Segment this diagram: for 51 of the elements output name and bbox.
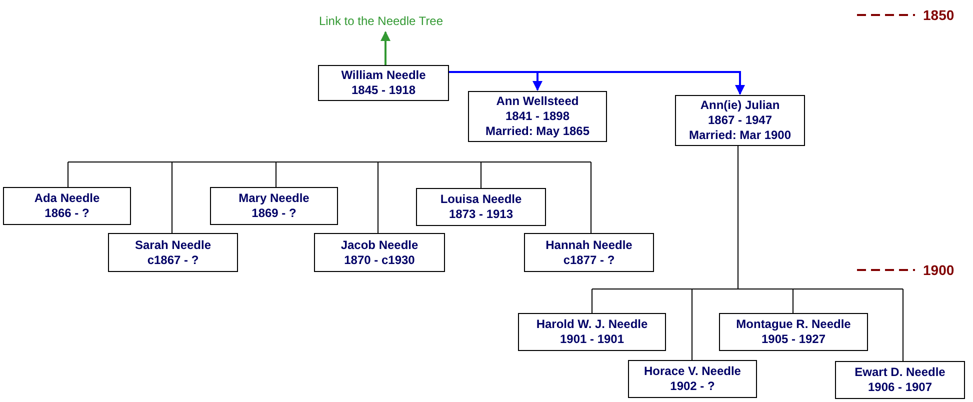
person-name: Sarah Needle bbox=[134, 238, 212, 252]
family-line bbox=[902, 288, 904, 362]
person-box bbox=[524, 233, 654, 272]
life-dates: 1841 - 1898 bbox=[505, 109, 570, 124]
person-name: Montague R. Needle bbox=[736, 317, 851, 332]
life-dates: 1901 - 1901 bbox=[560, 332, 624, 347]
life-dates: 1905 - 1927 bbox=[761, 332, 826, 347]
person-box bbox=[835, 361, 965, 399]
life-dates: 1902 - ? bbox=[670, 379, 715, 394]
person-name: Ada Needle bbox=[34, 191, 100, 206]
family-line bbox=[592, 146, 904, 290]
person-box bbox=[3, 187, 131, 225]
person-name: Jacob Needle bbox=[340, 238, 418, 252]
year-label: 1850 bbox=[923, 7, 954, 23]
family-line bbox=[590, 162, 592, 234]
person-name: Mary Needle bbox=[238, 191, 310, 206]
life-dates: 1845 - 1918 bbox=[351, 83, 416, 98]
person-box bbox=[628, 360, 757, 398]
person-name: Louisa Needle bbox=[440, 192, 522, 207]
person-box bbox=[468, 91, 607, 142]
person-name: Harold W. J. Needle bbox=[536, 317, 648, 332]
person-name: Ewart D. Needle bbox=[854, 365, 946, 380]
person-name: Ann(ie) Julian bbox=[700, 98, 780, 113]
family-line bbox=[792, 288, 794, 314]
person-box bbox=[719, 313, 868, 351]
arrow bbox=[448, 71, 745, 95]
life-dates: c1877 - ? bbox=[563, 252, 615, 268]
family-line bbox=[480, 162, 482, 188]
person-name: Ann Wellsteed bbox=[496, 94, 579, 109]
person-box bbox=[318, 65, 449, 101]
link-text: Link to the Needle Tree bbox=[318, 14, 444, 28]
arrow bbox=[380, 31, 390, 65]
person-box bbox=[675, 95, 805, 146]
person-box bbox=[416, 188, 546, 226]
person-box bbox=[314, 233, 445, 272]
person-name: Hannah Needle bbox=[546, 238, 632, 252]
marriage-date: Married: May 1865 bbox=[485, 124, 590, 139]
life-dates: 1866 - ? bbox=[44, 206, 90, 221]
life-dates: 1873 - 1913 bbox=[448, 207, 514, 222]
person-box bbox=[518, 313, 666, 351]
life-dates: 1869 - ? bbox=[252, 206, 296, 221]
life-dates: 1867 - 1947 bbox=[708, 113, 772, 128]
life-dates: 1906 - 1907 bbox=[868, 380, 932, 395]
person-name: William Needle bbox=[341, 68, 426, 83]
marriage-date: Married: Mar 1900 bbox=[688, 128, 792, 143]
year-label: 1900 bbox=[923, 262, 954, 278]
person-box bbox=[108, 233, 238, 272]
life-dates: c1867 - ? bbox=[147, 252, 199, 268]
person-name: Horace V. Needle bbox=[644, 364, 741, 379]
person-box bbox=[210, 187, 338, 225]
life-dates: 1870 - c1930 bbox=[344, 252, 415, 268]
